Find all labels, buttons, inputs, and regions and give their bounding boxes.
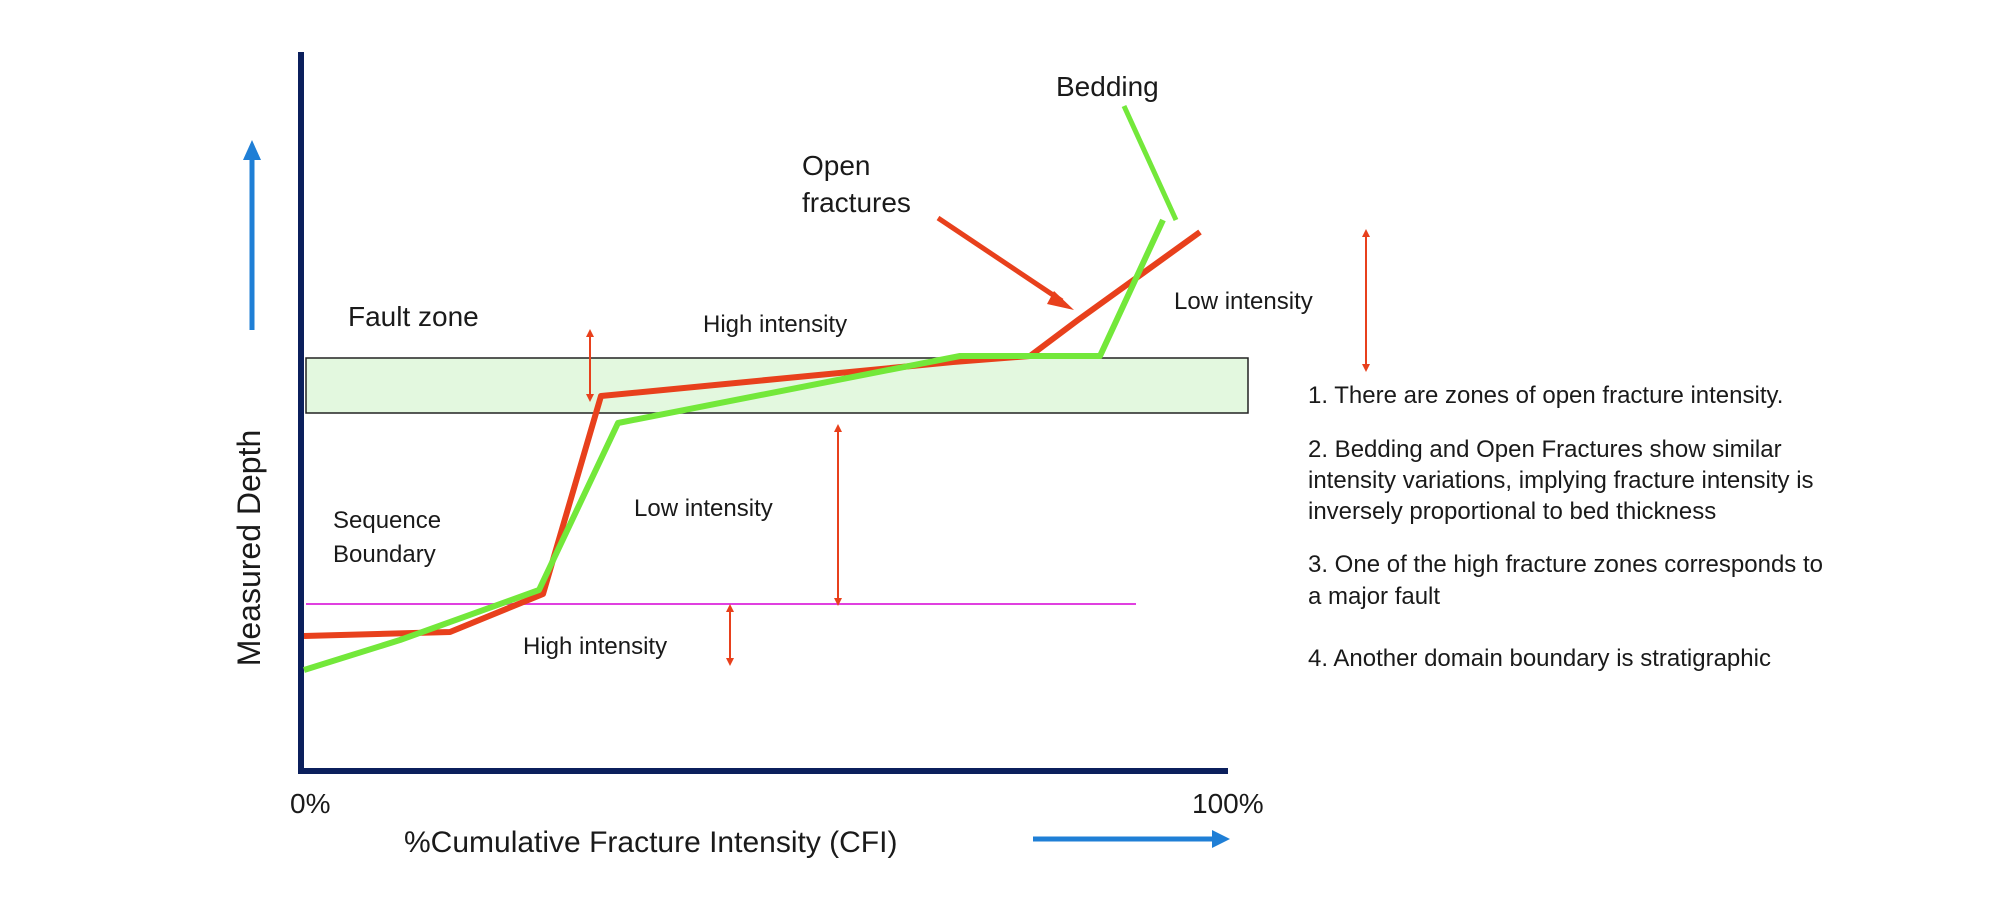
note-item: 1. There are zones of open fracture inte… <box>1308 382 1784 409</box>
note-item: 3. One of the high fracture zones corres… <box>1308 551 1823 610</box>
bedding-pointer <box>1121 104 1179 222</box>
note-item: 2. Bedding and Open Fractures show simil… <box>1308 436 1814 525</box>
notes-list: 1. There are zones of open fracture inte… <box>1308 380 1828 697</box>
sequence-boundary-label-line-2: Boundary <box>333 541 436 568</box>
cfi-direction-arrow <box>1033 830 1230 848</box>
x-max-label: 100% <box>1192 788 1264 819</box>
y-axis-label: Measured Depth <box>231 430 267 667</box>
bedding-label: Bedding <box>1056 71 1159 102</box>
open-fractures-label-line-2: fractures <box>802 187 911 218</box>
high-intensity-upper-label: High intensity <box>703 311 847 338</box>
open-fractures-label-line-1: Open <box>802 150 871 181</box>
low-intensity-right-label: Low intensity <box>1174 288 1313 315</box>
open-fractures-pointer <box>936 215 1074 310</box>
sequence-boundary-label-line-1: Sequence <box>333 507 441 534</box>
low-intensity-middle-label: Low intensity <box>634 495 773 522</box>
depth-direction-arrow <box>243 140 261 330</box>
bedding-curve <box>303 218 1166 673</box>
fault-zone-band <box>305 357 1249 414</box>
open-fractures-curve <box>303 229 1202 639</box>
x-min-label: 0% <box>290 788 330 819</box>
high-intensity-lower-label: High intensity <box>523 633 667 660</box>
x-axis-label: %Cumulative Fracture Intensity (CFI) <box>404 826 897 859</box>
fault-zone-label: Fault zone <box>348 301 479 332</box>
note-item: 4. Another domain boundary is stratigrap… <box>1308 645 1771 672</box>
